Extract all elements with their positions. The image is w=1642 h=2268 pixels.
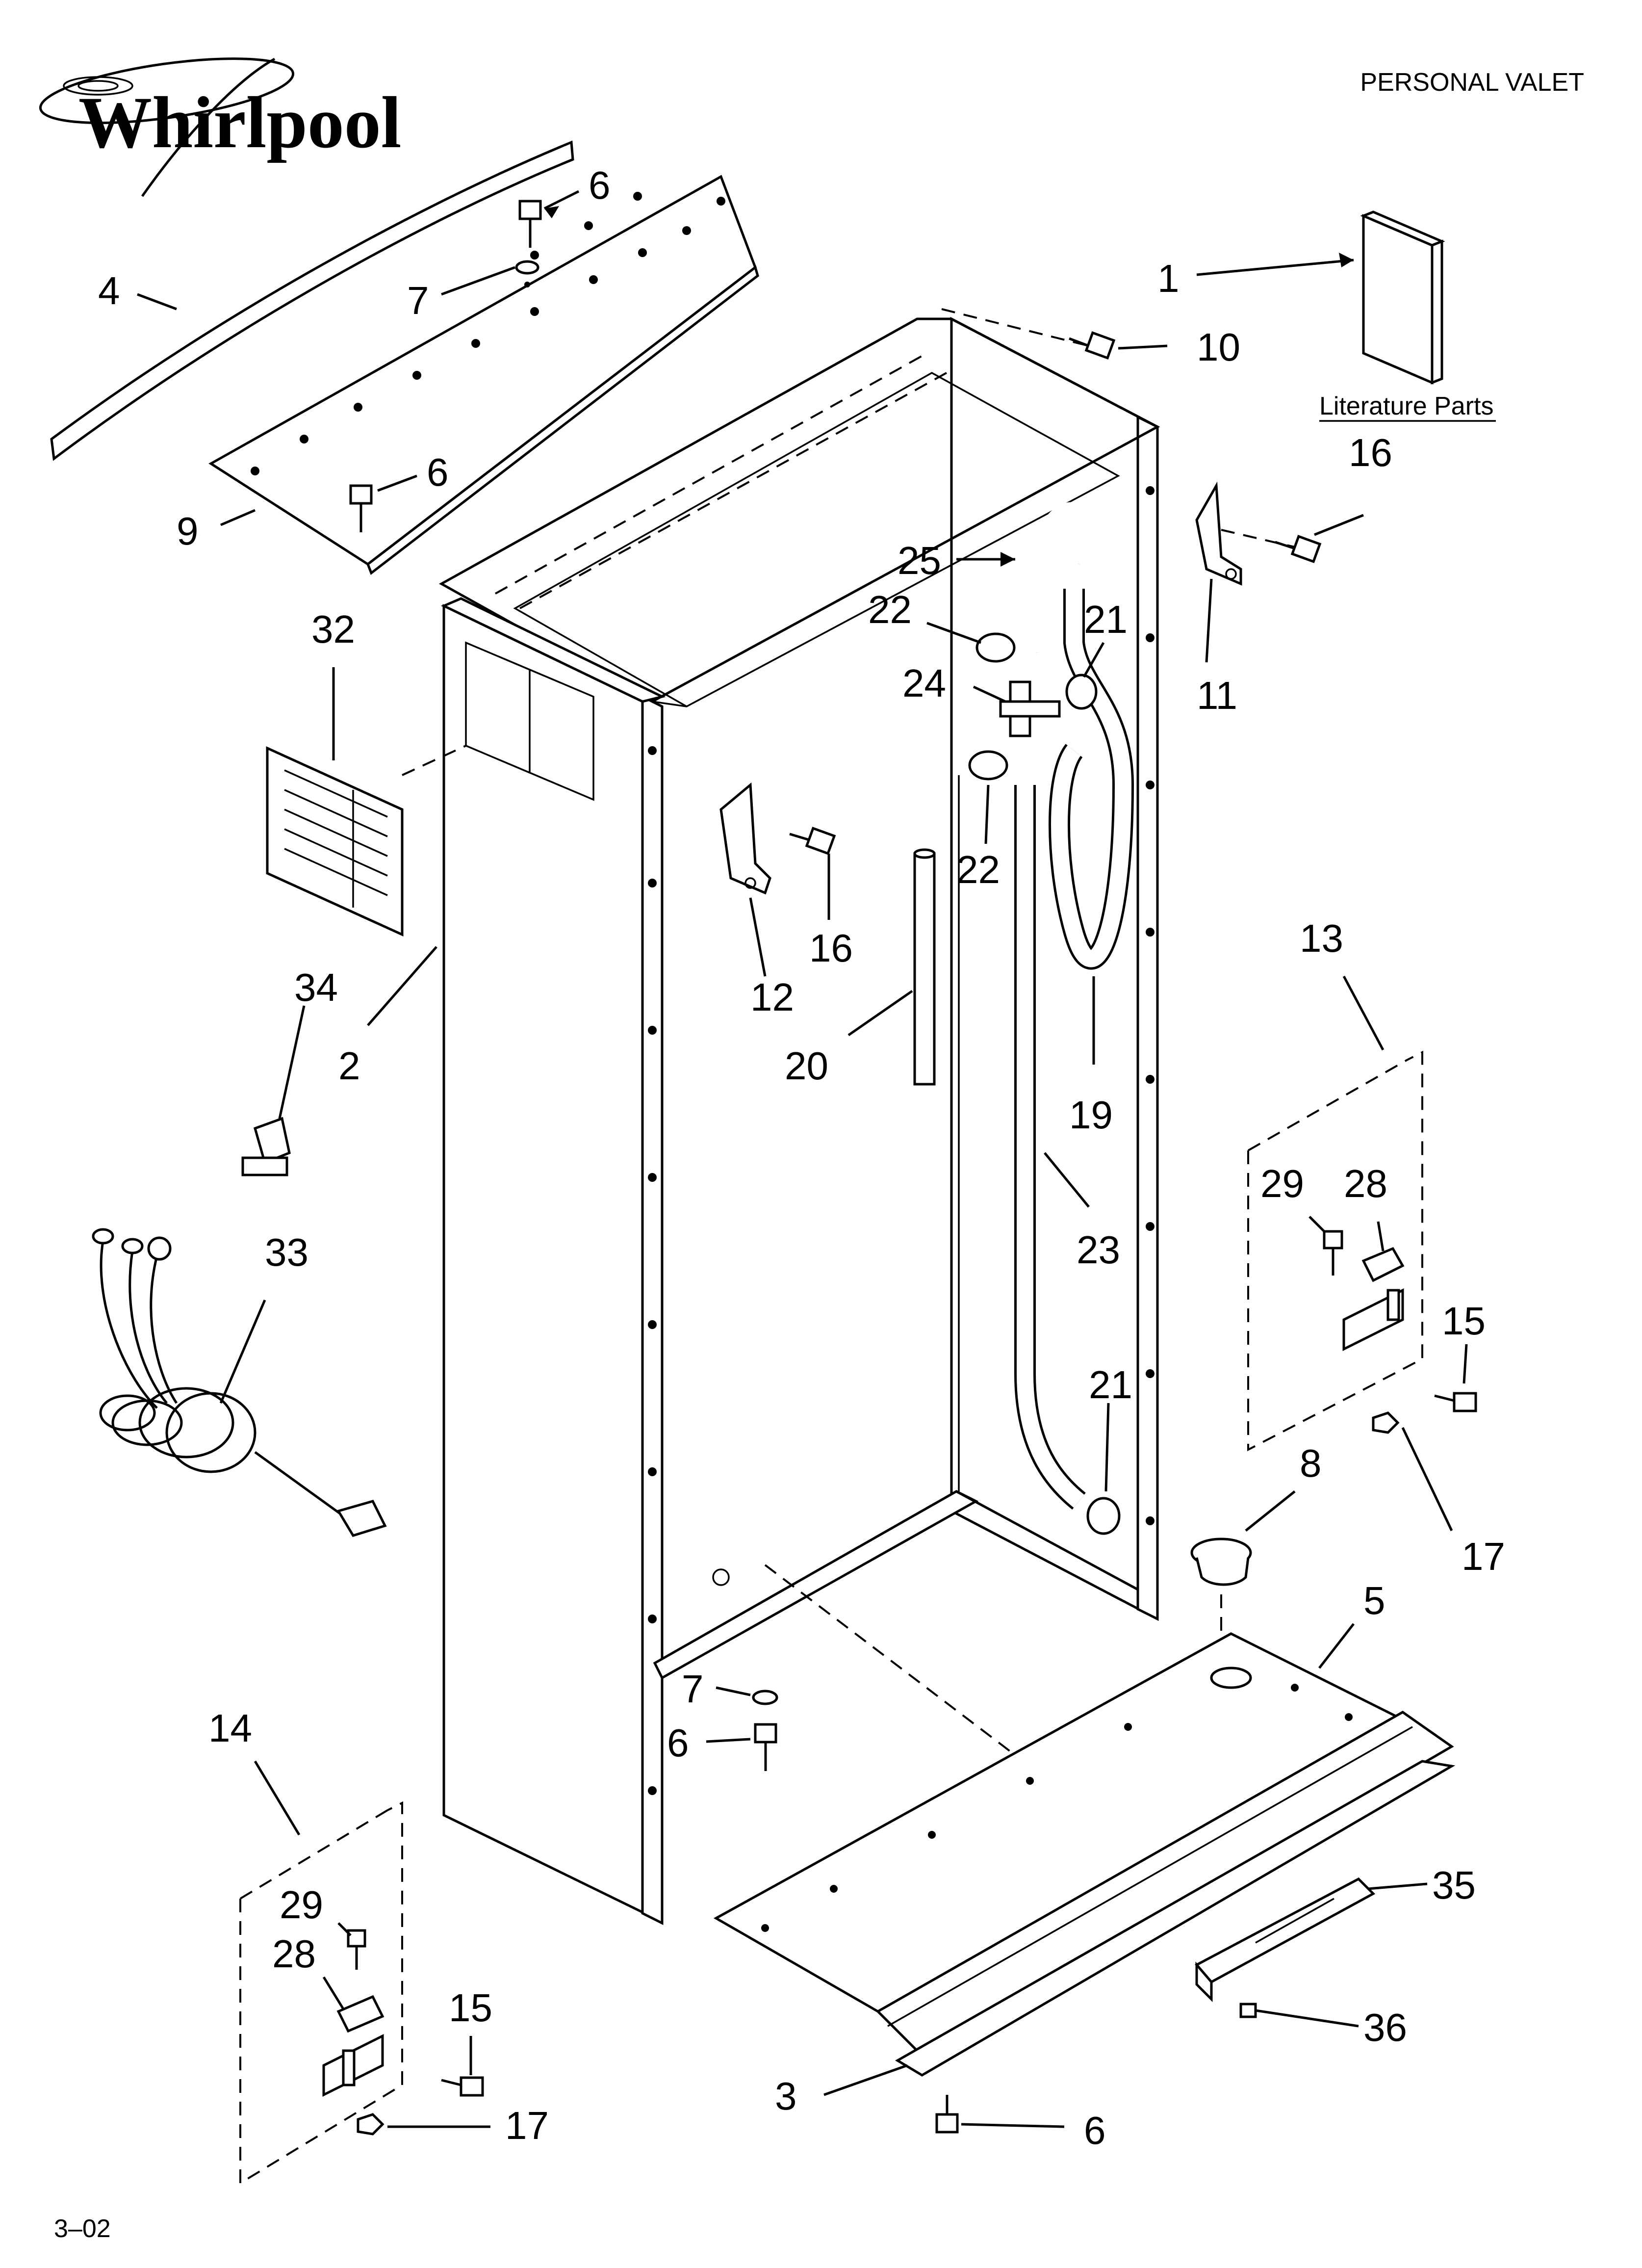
- part-25-hose: [1024, 502, 1096, 654]
- part-11-bracket: [1195, 481, 1242, 586]
- part-4-trim-strip: [50, 140, 574, 461]
- callout-13: 13: [1300, 916, 1343, 960]
- part-1-literature: Literature Parts: [1319, 210, 1496, 422]
- literature-parts-label: Literature Parts: [1319, 392, 1494, 420]
- part-2-cabinet: [438, 316, 1160, 1926]
- part-3-kick-plate: [875, 1711, 1456, 2077]
- brand-wordmark: Whirlpool: [78, 82, 401, 163]
- callout-22: 22: [868, 588, 912, 631]
- whirlpool-logo: Whirlpool: [39, 57, 401, 197]
- part-33-power-cord: [92, 1228, 387, 1537]
- callout-7: 7: [407, 279, 429, 322]
- callout-6: 6: [1084, 2109, 1106, 2152]
- callout-8: 8: [1300, 1441, 1322, 1485]
- part-22-clamps: [968, 632, 1016, 781]
- callout-5: 5: [1363, 1579, 1385, 1622]
- callout-22: 22: [956, 848, 1000, 891]
- callout-16: 16: [1349, 431, 1392, 474]
- callout-10: 10: [1197, 325, 1240, 369]
- screw-parts: [349, 200, 1477, 2136]
- callout-2: 2: [338, 1044, 360, 1088]
- callout-6: 6: [427, 450, 449, 494]
- callout-4: 4: [98, 269, 120, 313]
- callout-6: 6: [589, 163, 611, 207]
- callout-33: 33: [265, 1230, 308, 1274]
- callout-6: 6: [667, 1721, 689, 1765]
- callout-11: 11: [1197, 674, 1237, 717]
- callout-23: 23: [1077, 1228, 1120, 1272]
- part-19-hose: [1049, 589, 1134, 970]
- callout-16: 16: [809, 926, 853, 970]
- part-20-rod: [913, 848, 936, 1086]
- callout-36: 36: [1363, 2006, 1407, 2049]
- part-21-clamps: [1065, 674, 1121, 1535]
- callout-28: 28: [272, 1932, 316, 1976]
- leader-lines: [137, 190, 1468, 2128]
- callout-21: 21: [1089, 1363, 1132, 1407]
- callout-17: 17: [1462, 1535, 1505, 1578]
- callout-32: 32: [311, 607, 355, 651]
- callout-14: 14: [208, 1706, 252, 1750]
- callout-labels: 1 10 16 11 4 6 7 6 9 32 25 22 21 24 22 1…: [98, 163, 1505, 2152]
- callout-29: 29: [1260, 1162, 1304, 1205]
- callout-28: 28: [1344, 1162, 1387, 1205]
- part-13-hinge-kit: [1247, 1050, 1423, 1452]
- part-12-bracket: [719, 782, 771, 895]
- callout-3: 3: [775, 2074, 797, 2118]
- part-32-vent-grille: [266, 745, 466, 937]
- callout-21: 21: [1084, 598, 1128, 641]
- page-title: PERSONAL VALET: [1360, 68, 1584, 97]
- part-34-connector: [241, 1117, 291, 1176]
- callout-20: 20: [785, 1044, 828, 1088]
- callout-17: 17: [505, 2104, 549, 2147]
- callout-24: 24: [902, 661, 946, 705]
- part-35-trim: [1195, 1877, 1376, 2003]
- part-24-tee-fitting: [999, 680, 1061, 737]
- callout-15: 15: [1442, 1299, 1486, 1343]
- part-8-grommet: [1190, 1538, 1252, 1658]
- part-9-top-panel: [208, 175, 759, 575]
- callout-29: 29: [280, 1883, 323, 1927]
- callout-19: 19: [1069, 1093, 1113, 1137]
- footer-code: 3–02: [54, 2215, 111, 2243]
- callout-7: 7: [682, 1667, 704, 1711]
- callout-1: 1: [1157, 257, 1180, 300]
- callout-34: 34: [294, 965, 338, 1009]
- callout-15: 15: [449, 1986, 492, 2030]
- part-23-tube: [1014, 785, 1086, 1510]
- part-14-hinge-kit: [239, 1801, 403, 2185]
- callout-35: 35: [1432, 1863, 1476, 1907]
- callout-12: 12: [750, 975, 794, 1019]
- callout-25: 25: [898, 539, 941, 582]
- callout-9: 9: [177, 509, 199, 553]
